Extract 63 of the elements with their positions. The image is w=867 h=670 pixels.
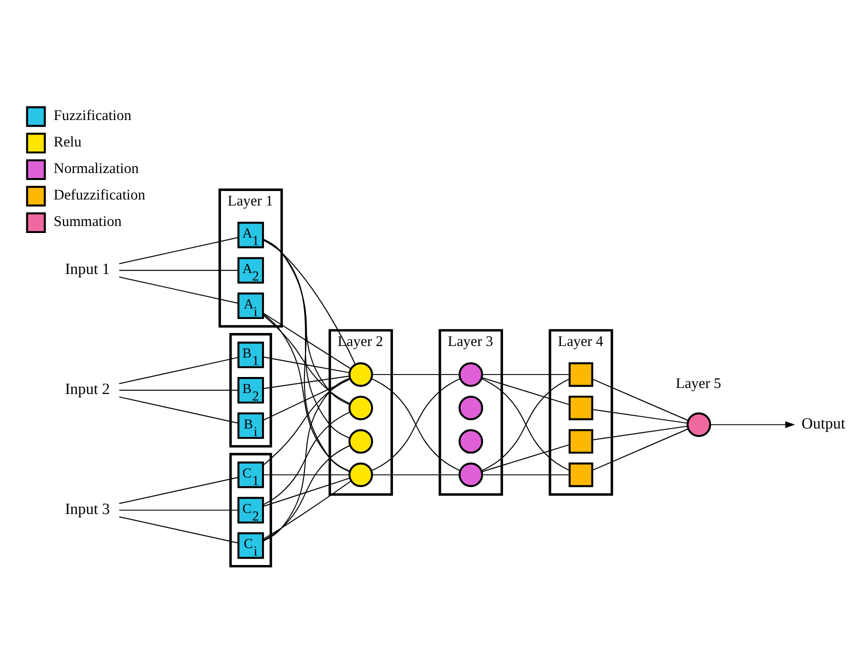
cluster [229,333,272,448]
connector [118,356,239,384]
connector [118,516,239,544]
node-circle [458,462,484,488]
node-circle [348,462,374,488]
legend-label: Normalization [54,161,139,178]
legend-label: Summation [54,214,122,230]
connector [262,313,350,472]
node-circle [348,429,374,454]
node-circle [458,396,484,420]
connector [482,374,570,376]
node-circle [686,412,712,437]
connector [118,237,239,264]
connector [592,409,688,424]
legend-label: Defuzzification [54,188,146,204]
cluster [229,452,272,568]
connector [262,312,352,370]
connector [262,377,350,542]
node-circle [458,362,484,387]
connector [482,474,570,476]
connector [372,474,460,476]
connector [592,378,689,421]
connector [262,412,351,506]
arrow [710,421,796,428]
node-box [568,362,594,387]
connector [592,426,688,440]
connector [118,396,239,424]
connector [262,378,351,421]
connector [262,240,356,365]
connector [262,376,350,390]
connector [118,390,239,391]
connector [592,428,689,471]
connector [118,510,239,511]
connector [262,356,350,374]
legend-label: Fuzzification [54,108,132,124]
connector [118,276,239,304]
cluster: Layer 3 [438,329,504,496]
legend-label: Relu [54,134,82,151]
connector [481,377,570,406]
node-circle [458,429,484,454]
node-label: Layer 5 [676,376,722,392]
node-box [568,396,594,420]
node-text: Input 2 [64,381,110,398]
connector [262,444,351,541]
node-text: Input 3 [64,500,110,518]
connector [262,480,352,540]
connector [370,378,461,472]
connector [262,478,350,507]
connector [118,476,239,504]
node-text: Input 1 [64,261,110,278]
node-box [568,462,594,488]
node-circle [348,396,374,420]
node-circle [348,362,374,387]
connector [262,378,351,466]
connector [481,444,570,472]
connector [262,314,351,404]
node-box [568,429,594,454]
cluster: Layer 4 [548,329,614,496]
connector [118,270,239,271]
connector [262,474,350,476]
node-text: Output [802,415,846,432]
connector [262,238,350,406]
connector [372,374,460,376]
